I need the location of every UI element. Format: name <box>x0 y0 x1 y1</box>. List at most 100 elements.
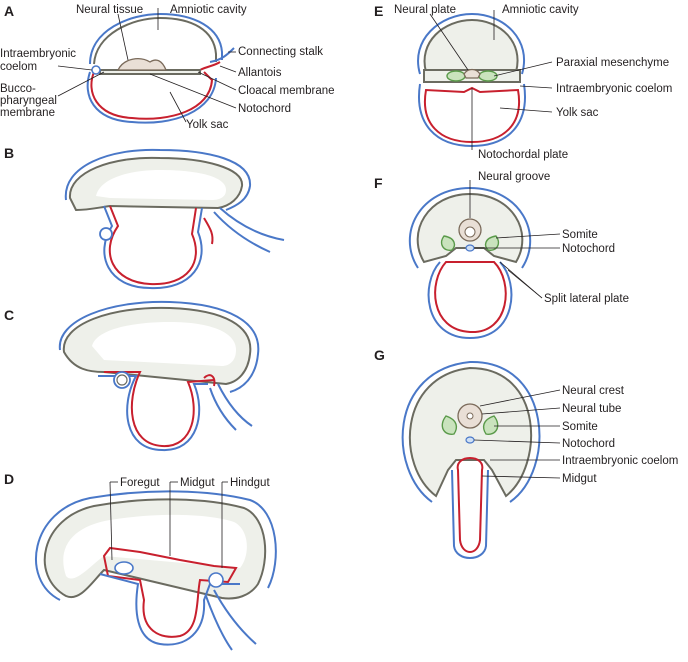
label-notochord-f: Notochord <box>562 243 615 255</box>
gut-outer-c <box>98 375 208 452</box>
somite-right-f <box>484 235 500 251</box>
paraxial-left-e <box>446 70 466 82</box>
leader-somite-f <box>495 233 561 239</box>
label-midgut-d: Midgut <box>180 477 215 489</box>
panel-c: C <box>4 300 260 452</box>
yolk-sac-outer-f <box>427 261 513 340</box>
somite-right-g <box>482 415 499 435</box>
allantois-b <box>203 217 214 245</box>
coelom-circle-a <box>91 65 101 75</box>
gut-c <box>104 371 215 448</box>
yolk-sac-e <box>423 86 521 144</box>
leader-cloacal <box>197 71 237 91</box>
amnion-d <box>35 490 277 601</box>
amnion-inner-b <box>96 170 226 200</box>
leader-yolk-sac <box>169 91 187 123</box>
amniotic-cavity-outline <box>93 16 217 65</box>
amnion-b <box>64 148 252 211</box>
panel-letter-b: B <box>4 145 14 161</box>
label-neural-crest: Neural crest <box>562 385 625 397</box>
connecting-stalk-b-2 <box>213 211 271 253</box>
label-bucco-3: membrane <box>0 107 55 119</box>
gut-d <box>102 546 238 638</box>
label-notochord-g: Notochord <box>562 438 615 450</box>
label-bucco-1: Bucco- <box>0 83 36 95</box>
label-coelom-g: Intraembryonic coelom <box>562 455 678 467</box>
panel-e: E Neural plate Amniotic cavity Paraxial … <box>374 3 672 161</box>
amnion-ectoderm <box>89 12 223 65</box>
yolk-sac-outer-b <box>103 205 203 290</box>
panel-letter-d: D <box>4 471 14 487</box>
neural-tissue-shape <box>116 58 167 71</box>
label-amniotic-cavity-a: Amniotic cavity <box>170 4 247 16</box>
panel-f: F Neural groove Somite Notochord Split l… <box>374 171 629 340</box>
leader-neural-crest <box>479 389 561 407</box>
label-coelom-a-1: Intraembryonic <box>0 48 76 60</box>
leader-split-lateral-plate-2 <box>507 269 543 299</box>
label-notochord-a: Notochord <box>238 103 291 115</box>
coelom-circle-b <box>99 227 113 241</box>
connecting-stalk-b <box>219 207 285 241</box>
label-neural-tissue: Neural tissue <box>76 4 143 16</box>
notochord-f <box>465 244 475 252</box>
somite-left-f <box>440 235 456 251</box>
leader-neural-tissue <box>117 13 129 61</box>
amniotic-cavity-e <box>423 18 519 73</box>
amnion-e <box>417 12 525 75</box>
allantois <box>199 61 221 71</box>
connecting-stalk <box>209 47 235 63</box>
amnion-inner-c <box>92 322 236 366</box>
label-allantois: Allantois <box>238 67 282 79</box>
label-hindgut: Hindgut <box>230 477 270 489</box>
label-connecting-stalk: Connecting stalk <box>238 46 323 58</box>
embryo-body-g <box>408 366 533 498</box>
neural-tube-lumen-g <box>466 412 474 420</box>
amnion-inner-d <box>63 514 247 579</box>
panel-a: A Neural tissue Amniotic cavity Intraemb… <box>0 3 335 131</box>
midgut-g <box>456 457 484 553</box>
connecting-stalk-c-2 <box>209 387 237 431</box>
leader-buccopharyngeal <box>57 71 105 97</box>
yolk-sac-outer <box>86 71 217 124</box>
leader-allantois <box>219 65 237 73</box>
leader-notochord-g <box>473 439 561 444</box>
leader-notochord <box>149 73 237 109</box>
leader-paraxial <box>493 61 553 77</box>
label-cloacal-membrane: Cloacal membrane <box>238 85 335 97</box>
leader-neural-plate <box>429 13 469 71</box>
neural-plate-e <box>463 68 481 79</box>
leader-neural-tube <box>481 407 561 415</box>
coelom-inner-c <box>116 374 128 386</box>
gut-outer-d <box>99 573 240 646</box>
notochord-g <box>465 436 475 444</box>
neural-groove-inner-f <box>464 226 476 238</box>
yolk-sac-f <box>434 261 507 334</box>
allantois-c <box>203 374 216 387</box>
label-paraxial-mesenchyme: Paraxial mesenchyme <box>556 57 669 69</box>
yolk-sac-b <box>108 205 197 286</box>
leader-midgut-g <box>481 475 561 479</box>
hindgut-lumen-d <box>208 572 224 588</box>
amnion-c <box>58 300 260 393</box>
leader-yolk-sac-e <box>499 107 553 113</box>
connecting-stalk-d <box>213 589 257 645</box>
label-notochordal-plate: Notochordal plate <box>478 149 568 161</box>
yolk-sac-outline <box>90 71 214 120</box>
label-coelom-e: Intraembryonic coelom <box>556 83 672 95</box>
label-neural-plate: Neural plate <box>394 4 456 16</box>
panel-g: G Neural crest Neural tube Somite Notoch… <box>374 347 678 559</box>
panel-letter-a: A <box>4 3 14 19</box>
label-bucco-2: pharyngeal <box>0 95 57 107</box>
label-midgut-g: Midgut <box>562 473 597 485</box>
panel-letter-g: G <box>374 347 385 363</box>
label-amniotic-cavity-e: Amniotic cavity <box>502 4 579 16</box>
label-foregut: Foregut <box>120 477 160 489</box>
label-somite-g: Somite <box>562 421 598 433</box>
panel-b: B <box>4 145 285 290</box>
leader-coelom-e <box>519 85 553 89</box>
label-yolk-sac-a: Yolk sac <box>186 119 229 131</box>
midgut-outer-g <box>451 469 489 559</box>
leader-foregut <box>109 481 113 561</box>
panel-d: D Foregut Midgut Hindgut <box>4 471 277 651</box>
